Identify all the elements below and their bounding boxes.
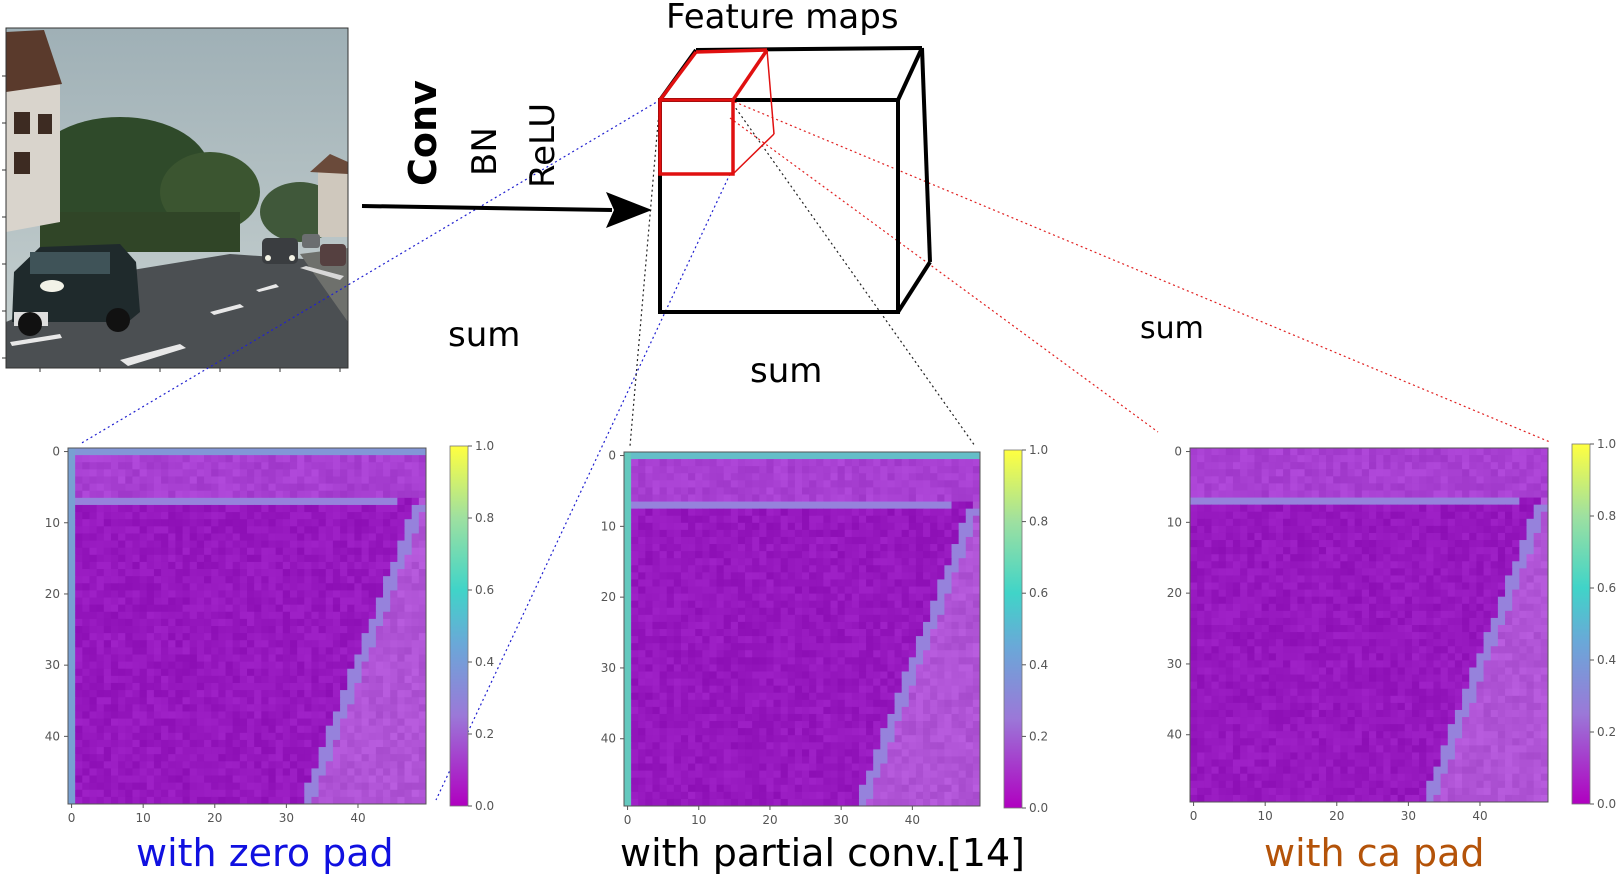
y-tick-label: 20: [45, 587, 60, 601]
heatmap-cells: [624, 452, 981, 807]
heatmap-cells: [68, 448, 427, 805]
colorbar-tick-label: 1.0: [1029, 443, 1048, 457]
colorbar-tick-label: 1.0: [1597, 437, 1616, 451]
x-tick-label: 0: [624, 813, 632, 827]
colorbar-tick-label: 0.6: [1029, 586, 1048, 600]
y-tick-label: 40: [601, 732, 616, 746]
y-tick-label: 30: [601, 661, 616, 675]
x-tick-label: 10: [1258, 809, 1273, 823]
conv-arrow-shaft: [361, 204, 613, 212]
colorbar-tick-label: 1.0: [475, 439, 494, 453]
colorbar-tick-label: 0.6: [1597, 581, 1616, 595]
y-tick-label: 0: [608, 449, 616, 463]
heatmap-cells: [1190, 448, 1549, 803]
projection-line-red-1: [729, 99, 1551, 443]
y-tick-label: 10: [601, 519, 616, 533]
colorbar-tick-label: 0.8: [1029, 515, 1048, 529]
x-tick-label: 40: [1472, 809, 1487, 823]
x-tick-label: 30: [279, 811, 294, 825]
projection-line-black-2: [729, 99, 976, 447]
conv-arrow-head: [606, 192, 652, 228]
input-image: [2, 27, 349, 372]
colorbar-tick-label: 0.2: [1597, 725, 1616, 739]
projection-line-blue-2: [435, 173, 731, 801]
colorbar-tick-label: 0.4: [475, 655, 494, 669]
colorbar: [449, 445, 469, 807]
projection-line-blue-1: [79, 99, 661, 445]
x-tick-label: 0: [1190, 809, 1198, 823]
x-tick-label: 20: [1329, 809, 1344, 823]
caption-ca-pad: with ca pad: [1264, 831, 1485, 875]
x-tick-label: 30: [834, 813, 849, 827]
feature-maps-title: Feature maps: [666, 0, 899, 37]
x-tick-label: 0: [68, 811, 76, 825]
y-tick-label: 10: [1167, 515, 1182, 529]
y-tick-label: 20: [1167, 586, 1182, 600]
x-tick-label: 30: [1401, 809, 1416, 823]
x-tick-label: 40: [350, 811, 365, 825]
colorbar-tick-label: 0.0: [1597, 797, 1616, 811]
x-tick-label: 20: [207, 811, 222, 825]
x-tick-label: 20: [762, 813, 777, 827]
y-tick-label: 30: [1167, 657, 1182, 671]
y-tick-label: 10: [45, 516, 60, 530]
colorbar-tick-label: 0.8: [1597, 509, 1616, 523]
colorbar-tick-label: 0.6: [475, 583, 494, 597]
colorbar-tick-label: 0.2: [475, 727, 494, 741]
sum-label-right: sum: [1140, 311, 1204, 346]
colorbar-tick-label: 0.2: [1029, 729, 1048, 743]
x-tick-label: 40: [905, 813, 920, 827]
projection-line-red-2: [729, 117, 1159, 433]
y-tick-label: 0: [52, 445, 60, 459]
sum-label-center: sum: [750, 351, 823, 391]
colorbar: [1571, 443, 1591, 805]
caption-partial-conv: with partial conv.[14]: [620, 831, 1025, 875]
y-tick-label: 0: [1174, 445, 1182, 459]
heatmap-frame: [623, 451, 981, 807]
x-tick-label: 10: [136, 811, 151, 825]
colorbar: [1003, 449, 1023, 809]
y-tick-label: 40: [1167, 728, 1182, 742]
y-tick-label: 20: [601, 590, 616, 604]
y-tick-label: 40: [45, 729, 60, 743]
colorbar-tick-label: 0.8: [475, 511, 494, 525]
receptive-patch: [658, 48, 775, 176]
colorbar-tick-label: 0.0: [475, 799, 494, 813]
heatmap-frame: [67, 447, 427, 805]
heatmap-frame: [1189, 447, 1549, 803]
y-tick-label: 30: [45, 658, 60, 672]
colorbar-tick-label: 0.0: [1029, 801, 1048, 815]
colorbar-tick-label: 0.4: [1597, 653, 1616, 667]
caption-zero-pad: with zero pad: [136, 831, 394, 875]
x-tick-label: 10: [691, 813, 706, 827]
colorbar-tick-label: 0.4: [1029, 658, 1048, 672]
sum-label-left: sum: [448, 315, 521, 355]
